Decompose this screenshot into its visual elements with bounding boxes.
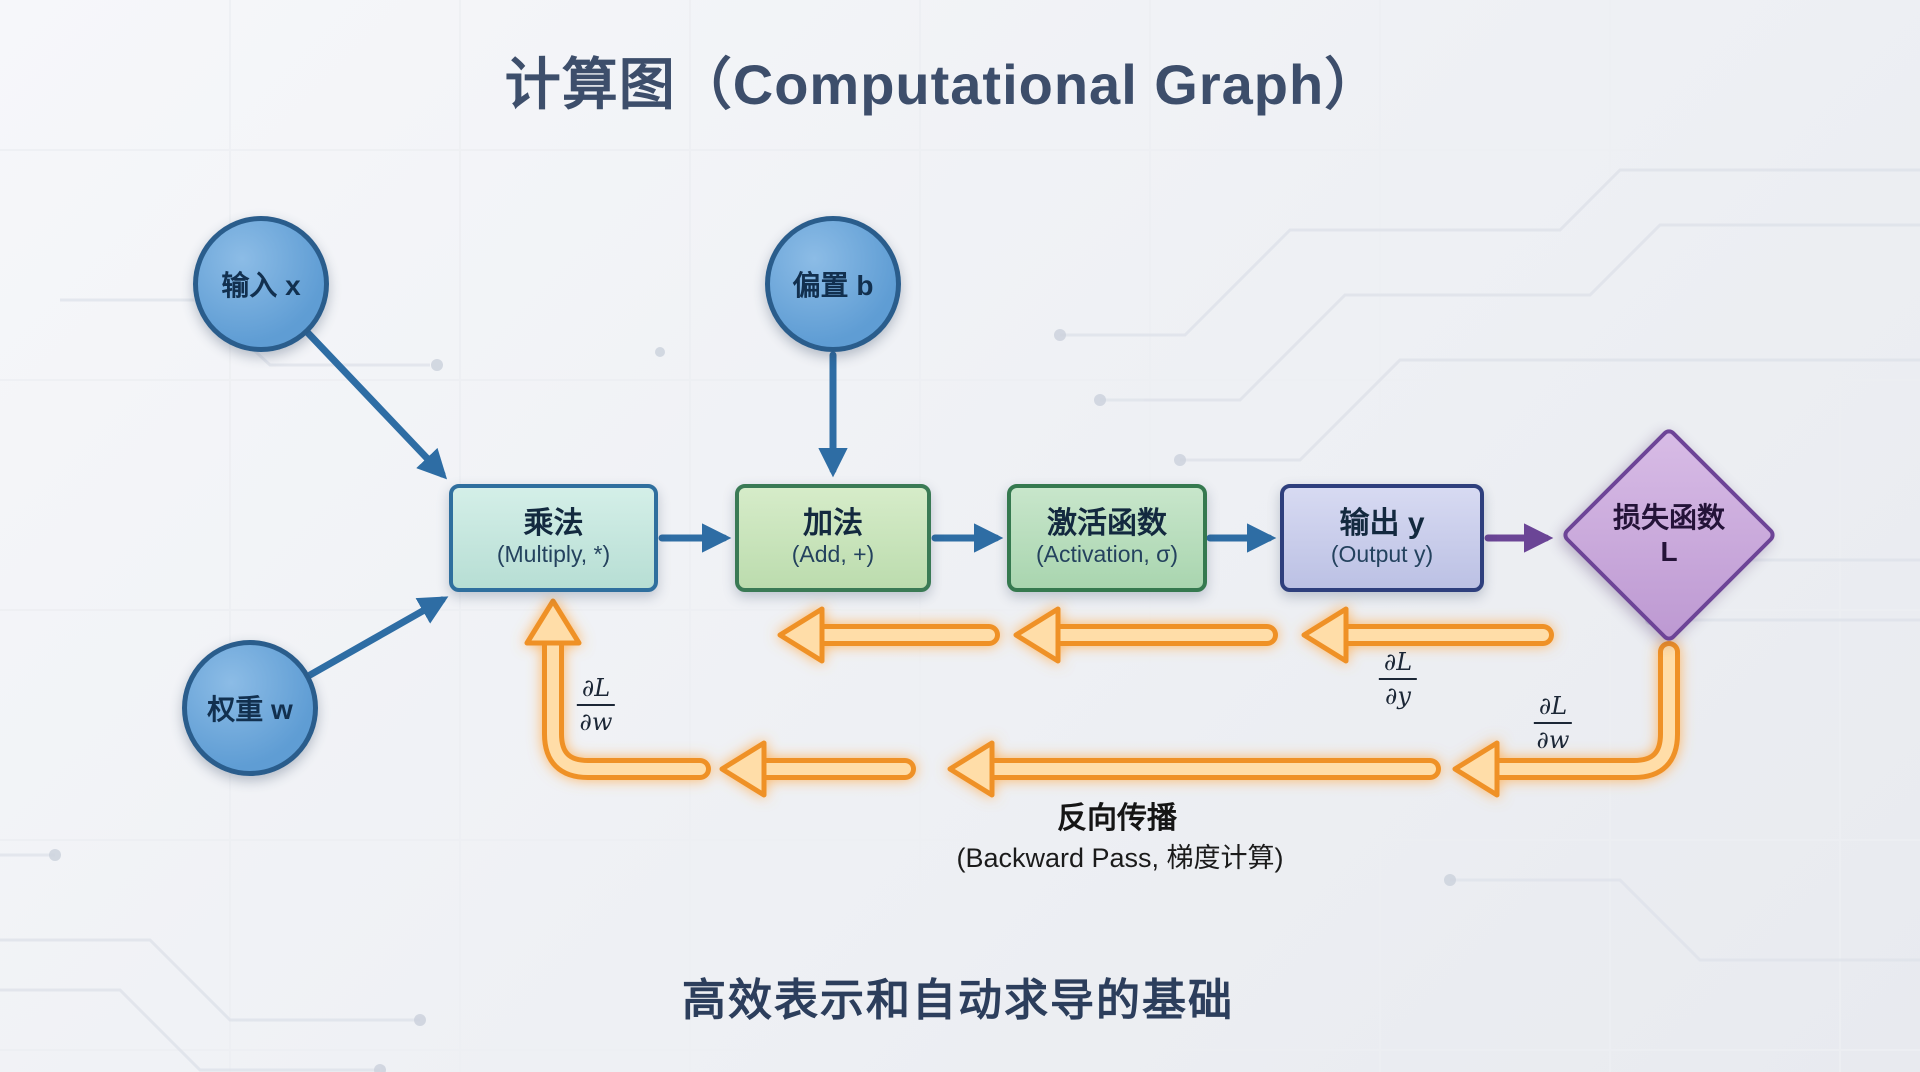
backward-pass-title: 反向传播 [1057, 802, 1177, 835]
node-multiply-subtitle: (Multiply, *) [496, 541, 611, 568]
node-output-y: 输出 y (Output y) [1280, 484, 1484, 592]
backward-arrow-loss-gradient [1452, 740, 1500, 798]
diagram-title: 计算图（Computational Graph） [504, 53, 1382, 116]
backward-arrow-gradient-to-multiply [524, 598, 582, 646]
node-loss-function-symbol: L [1660, 536, 1678, 567]
gradient-label-dL-dy: ∂L ∂y [1378, 648, 1418, 710]
node-weight-w: 权重 w [182, 640, 318, 776]
node-weight-w-label: 权重 w [207, 694, 293, 725]
backward-shaft-fill [547, 629, 1675, 775]
backward-arrow-add-to-multiply [777, 606, 825, 664]
backward-shaft-outline [542, 624, 1680, 780]
gradient-label-dL-dw-right-numerator: ∂L [1533, 692, 1573, 724]
backward-arrow-output-to-activation [1301, 606, 1349, 664]
forward-arrow-input-to-multiply [304, 329, 448, 480]
forward-pass-arrows [304, 329, 1554, 679]
node-add: 加法 (Add, +) [735, 484, 931, 592]
backward-pass-subtitle: (Backward Pass, 梯度计算) [956, 843, 1284, 873]
footer-caption: 高效表示和自动求导的基础 [682, 976, 1234, 1025]
node-bias-b: 偏置 b [765, 216, 901, 352]
gradient-label-dL-dw-left-numerator: ∂L [576, 674, 616, 706]
node-multiply: 乘法 (Multiply, *) [449, 484, 658, 592]
backward-arrowheads [524, 598, 1500, 798]
node-add-title: 加法 [803, 506, 863, 540]
node-input-x-label: 输入 x [221, 270, 301, 301]
node-loss-function-title: 损失函数 [1612, 502, 1725, 534]
node-loss-function-content: 损失函数 L [1596, 462, 1742, 608]
backward-arrow-main-left-2 [719, 740, 767, 798]
node-activation-title: 激活函数 [1047, 506, 1167, 540]
gradient-label-dL-dw-left-denominator: ∂w [579, 708, 613, 736]
backward-arrow-main-left [947, 740, 995, 798]
node-activation: 激活函数 (Activation, σ) [1007, 484, 1207, 592]
gradient-label-dL-dy-numerator: ∂L [1378, 648, 1418, 680]
node-output-y-subtitle: (Output y) [1330, 541, 1434, 568]
node-input-x: 输入 x [193, 216, 329, 352]
forward-arrow-weight-to-multiply [306, 596, 449, 679]
gradient-label-dL-dw-right-denominator: ∂w [1536, 726, 1570, 754]
node-activation-subtitle: (Activation, σ) [1035, 541, 1178, 568]
node-add-subtitle: (Add, +) [791, 541, 875, 568]
gradient-label-dL-dy-denominator: ∂y [1385, 682, 1411, 710]
gradient-label-dL-dw-right: ∂L ∂w [1533, 692, 1573, 754]
backward-arrow-activation-to-add [1013, 606, 1061, 664]
node-multiply-title: 乘法 [523, 506, 584, 540]
backward-pass-arrows [524, 598, 1680, 798]
gradient-label-dL-dw-left: ∂L ∂w [576, 674, 616, 736]
node-output-y-title: 输出 y [1339, 506, 1425, 540]
node-bias-b-label: 偏置 b [792, 270, 874, 301]
